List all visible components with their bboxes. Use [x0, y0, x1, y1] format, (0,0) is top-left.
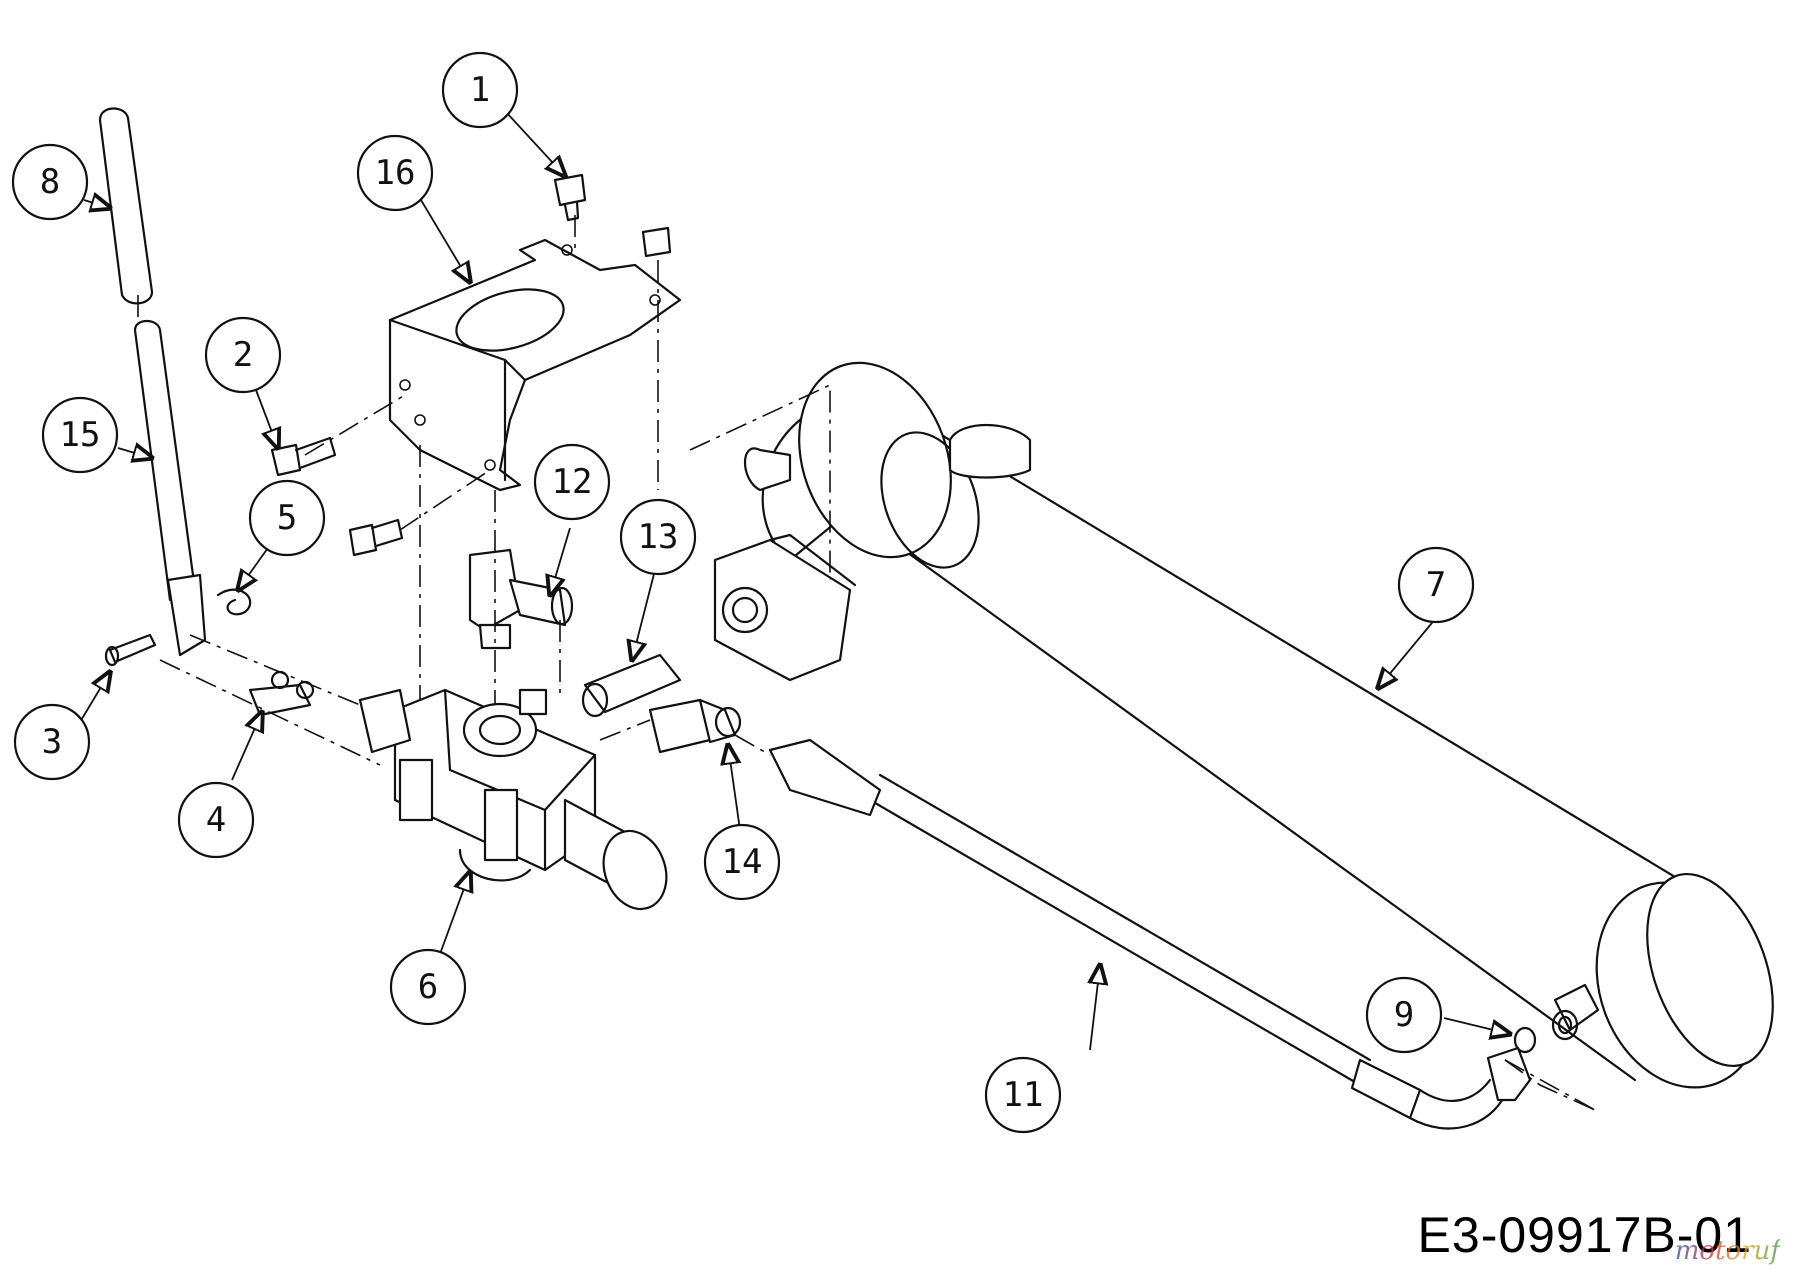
hydraulic-cylinder-part — [713, 361, 1774, 1089]
callout-11-label: 11 — [1003, 1075, 1044, 1115]
callout-14-label: 14 — [722, 842, 763, 882]
callout-15: 15 — [41, 396, 119, 474]
callout-5: 5 — [248, 479, 326, 557]
callout-1: 1 — [441, 51, 519, 129]
callout-4-label: 4 — [206, 800, 226, 840]
watermark-text: motoruf — [1674, 1236, 1780, 1266]
watermark-logo: motoruf — [1675, 1236, 1780, 1266]
alignment-center-lines — [137, 215, 1596, 1111]
handle-lever-part — [133, 319, 207, 657]
callout-1-label: 1 — [470, 70, 490, 110]
callout-13: 13 — [619, 498, 697, 576]
callout-3-label: 3 — [42, 722, 62, 762]
callout-11: 11 — [984, 1056, 1062, 1134]
callout-3: 3 — [13, 703, 91, 781]
callout-7: 7 — [1397, 546, 1475, 624]
callout-14: 14 — [703, 823, 781, 901]
callout-9: 9 — [1365, 976, 1443, 1054]
callout-12-label: 12 — [552, 462, 593, 502]
mounting-bracket-part — [388, 238, 682, 492]
callout-7-label: 7 — [1426, 565, 1446, 605]
drawing-number: E3-09917B-01 — [1417, 1207, 1752, 1263]
handle-grip-part — [98, 107, 154, 305]
callout-12: 12 — [533, 443, 611, 521]
hydraulic-hose-part — [768, 738, 1532, 1130]
callout-6: 6 — [389, 948, 467, 1026]
callout-2: 2 — [204, 316, 282, 394]
callout-2-label: 2 — [233, 335, 253, 375]
callout-4: 4 — [177, 781, 255, 859]
callout-16: 16 — [356, 134, 434, 212]
callout-6-label: 6 — [418, 967, 438, 1007]
callout-13-label: 13 — [638, 517, 679, 557]
callout-leaders — [79, 111, 1510, 1051]
callout-5-label: 5 — [277, 498, 297, 538]
callout-15-label: 15 — [60, 415, 101, 455]
callout-16-label: 16 — [375, 153, 416, 193]
callout-8-label: 8 — [40, 162, 60, 202]
callout-8: 8 — [11, 143, 89, 221]
callout-9-label: 9 — [1394, 995, 1414, 1035]
control-valve-part — [358, 688, 668, 911]
